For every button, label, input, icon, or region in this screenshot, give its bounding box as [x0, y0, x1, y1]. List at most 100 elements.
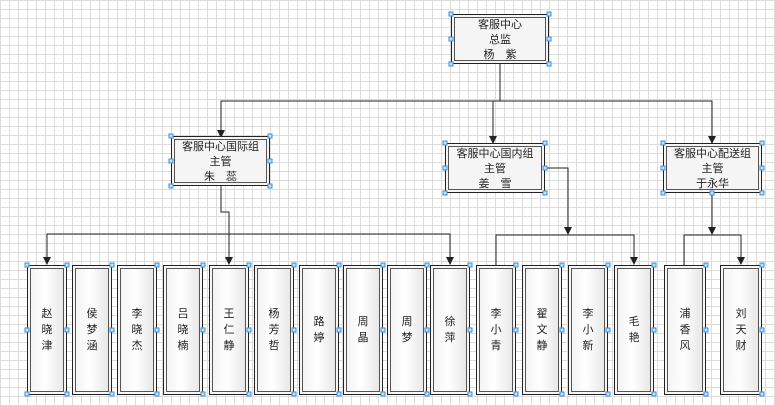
resize-handle[interactable]	[660, 140, 666, 146]
resize-handle[interactable]	[542, 165, 548, 171]
staff-node[interactable]: 毛艳	[614, 265, 654, 395]
resize-handle[interactable]	[605, 327, 611, 333]
resize-handle[interactable]	[467, 262, 473, 268]
group-node-intl[interactable]: 客服中心国际组 主管 朱 蕊	[171, 136, 270, 186]
resize-handle[interactable]	[448, 61, 454, 67]
resize-handle[interactable]	[64, 391, 70, 397]
resize-handle[interactable]	[24, 262, 30, 268]
resize-handle[interactable]	[200, 391, 206, 397]
resize-handle[interactable]	[542, 140, 548, 146]
resize-handle[interactable]	[442, 190, 448, 196]
staff-node[interactable]: 李小青	[476, 265, 516, 395]
resize-handle[interactable]	[448, 11, 454, 17]
resize-handle[interactable]	[759, 391, 765, 397]
staff-node[interactable]: 侯梦涵	[72, 265, 112, 395]
resize-handle[interactable]	[542, 190, 548, 196]
resize-handle[interactable]	[64, 262, 70, 268]
resize-handle[interactable]	[168, 158, 174, 164]
staff-name: 刘天财	[735, 307, 747, 352]
resize-handle[interactable]	[109, 262, 115, 268]
resize-handle[interactable]	[109, 391, 115, 397]
resize-handle[interactable]	[759, 327, 765, 333]
resize-handle[interactable]	[267, 133, 273, 139]
resize-handle[interactable]	[513, 327, 519, 333]
staff-node[interactable]: 周梦	[387, 265, 427, 395]
resize-handle[interactable]	[660, 190, 666, 196]
resize-handle[interactable]	[336, 327, 342, 333]
resize-handle[interactable]	[154, 391, 160, 397]
staff-node[interactable]: 李小新	[568, 265, 608, 395]
resize-handle[interactable]	[380, 391, 386, 397]
root-node[interactable]: 客服中心 总监 杨 紫	[451, 14, 549, 64]
resize-handle[interactable]	[336, 391, 342, 397]
staff-node[interactable]: 吕晓楠	[163, 265, 203, 395]
resize-handle[interactable]	[546, 36, 552, 42]
resize-handle[interactable]	[424, 391, 430, 397]
resize-handle[interactable]	[291, 262, 297, 268]
resize-handle[interactable]	[380, 262, 386, 268]
resize-handle[interactable]	[709, 190, 715, 196]
resize-handle[interactable]	[546, 61, 552, 67]
resize-handle[interactable]	[291, 327, 297, 333]
resize-handle[interactable]	[759, 262, 765, 268]
resize-handle[interactable]	[546, 11, 552, 17]
resize-handle[interactable]	[336, 262, 342, 268]
resize-handle[interactable]	[154, 262, 160, 268]
resize-handle[interactable]	[246, 327, 252, 333]
staff-node[interactable]: 赵晓津	[27, 265, 67, 395]
resize-handle[interactable]	[513, 391, 519, 397]
resize-handle[interactable]	[168, 183, 174, 189]
resize-handle[interactable]	[424, 262, 430, 268]
resize-handle[interactable]	[424, 327, 430, 333]
resize-handle[interactable]	[513, 262, 519, 268]
resize-handle[interactable]	[605, 262, 611, 268]
resize-handle[interactable]	[246, 262, 252, 268]
resize-handle[interactable]	[651, 391, 657, 397]
resize-handle[interactable]	[703, 391, 709, 397]
group-node-dom[interactable]: 客服中心国内组 主管 姜 雪	[445, 143, 545, 193]
staff-node[interactable]: 翟文静	[522, 265, 562, 395]
staff-node[interactable]: 浦香风	[664, 265, 706, 395]
resize-handle[interactable]	[267, 158, 273, 164]
resize-handle[interactable]	[168, 133, 174, 139]
staff-name: 周梦	[401, 315, 413, 344]
resize-handle[interactable]	[703, 327, 709, 333]
resize-handle[interactable]	[759, 190, 765, 196]
resize-handle[interactable]	[467, 327, 473, 333]
resize-handle[interactable]	[660, 165, 666, 171]
resize-handle[interactable]	[291, 391, 297, 397]
group-node-dlv[interactable]: 客服中心配送组 主管 于永华	[663, 143, 762, 193]
resize-handle[interactable]	[651, 262, 657, 268]
resize-handle[interactable]	[64, 327, 70, 333]
resize-handle[interactable]	[442, 165, 448, 171]
group-person: 姜 雪	[478, 176, 512, 190]
resize-handle[interactable]	[200, 327, 206, 333]
resize-handle[interactable]	[759, 165, 765, 171]
resize-handle[interactable]	[246, 391, 252, 397]
resize-handle[interactable]	[703, 262, 709, 268]
staff-node[interactable]: 路婷	[299, 265, 339, 395]
resize-handle[interactable]	[154, 327, 160, 333]
resize-handle[interactable]	[448, 36, 454, 42]
resize-handle[interactable]	[200, 262, 206, 268]
resize-handle[interactable]	[651, 327, 657, 333]
resize-handle[interactable]	[559, 327, 565, 333]
resize-handle[interactable]	[442, 140, 448, 146]
resize-handle[interactable]	[559, 262, 565, 268]
staff-node[interactable]: 刘天财	[720, 265, 762, 395]
resize-handle[interactable]	[467, 391, 473, 397]
resize-handle[interactable]	[109, 327, 115, 333]
resize-handle[interactable]	[380, 327, 386, 333]
resize-handle[interactable]	[267, 183, 273, 189]
resize-handle[interactable]	[24, 391, 30, 397]
resize-handle[interactable]	[559, 391, 565, 397]
staff-node[interactable]: 李晓杰	[117, 265, 157, 395]
staff-node[interactable]: 周晶	[343, 265, 383, 395]
resize-handle[interactable]	[24, 327, 30, 333]
staff-node[interactable]: 杨芳哲	[254, 265, 294, 395]
group-person: 朱 蕊	[204, 169, 237, 183]
resize-handle[interactable]	[759, 140, 765, 146]
resize-handle[interactable]	[605, 391, 611, 397]
staff-node[interactable]: 王仁静	[209, 265, 249, 395]
staff-node[interactable]: 徐萍	[430, 265, 470, 395]
